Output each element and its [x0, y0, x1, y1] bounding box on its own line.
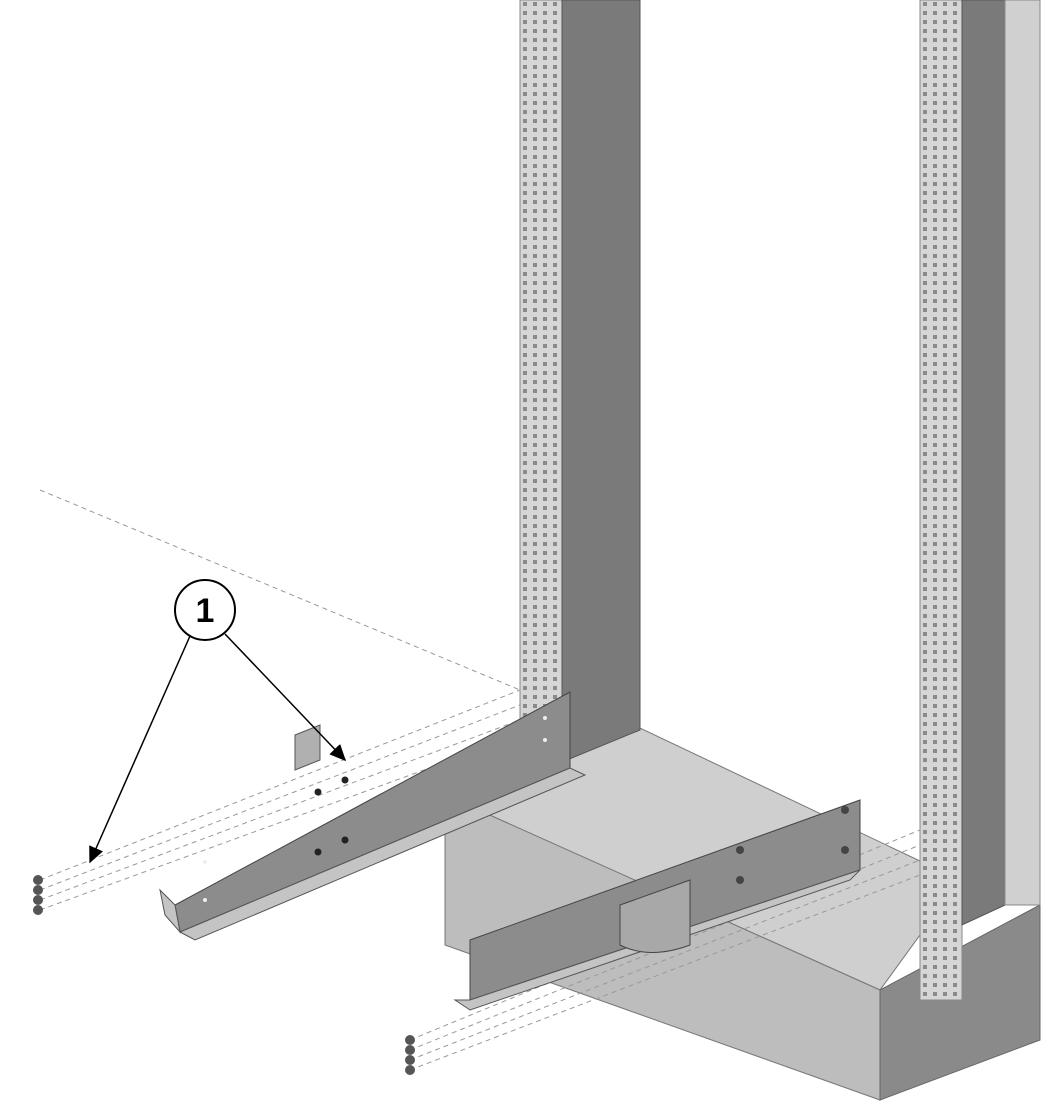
callout-arrow-right: [224, 633, 347, 762]
right-mounting-rail: [453, 799, 861, 1011]
right-screws: [405, 1035, 415, 1075]
left-screws: [33, 875, 43, 915]
left-mounting-rail: [159, 691, 587, 941]
callout-circle: [174, 579, 236, 641]
left-rack-post: [519, 0, 641, 763]
base-side-face: [879, 904, 1041, 1101]
callout-1: 1: [89, 579, 347, 864]
callout-label: 1: [196, 592, 215, 630]
callout-arrow-left: [89, 635, 191, 864]
right-rack-post: [919, 0, 1041, 1001]
